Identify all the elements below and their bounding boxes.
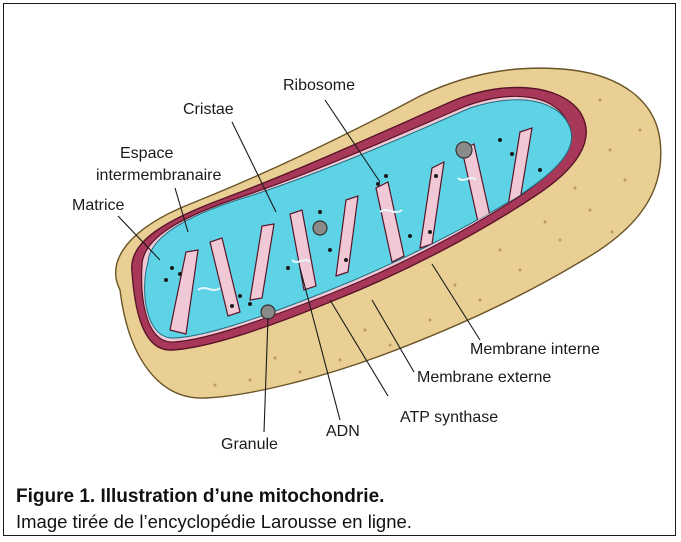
- label-atp-synthase: ATP synthase: [400, 409, 498, 426]
- label-espace-line1: Espace: [120, 145, 173, 162]
- label-membrane-externe: Membrane externe: [417, 369, 551, 386]
- label-ribosome: Ribosome: [283, 77, 355, 94]
- label-cristae: Cristae: [183, 101, 234, 118]
- mitochondrion-diagram: Ribosome Cristae Espace intermembranaire…: [0, 0, 681, 480]
- label-espace-line2: intermembranaire: [96, 167, 221, 184]
- caption-source: Image tirée de l’encyclopédie Larousse e…: [16, 510, 666, 534]
- label-adn: ADN: [326, 423, 360, 440]
- caption-title: Figure 1. Illustration d’une mitochondri…: [16, 484, 666, 510]
- label-granule: Granule: [221, 436, 278, 453]
- figure-caption: Figure 1. Illustration d’une mitochondri…: [16, 484, 666, 534]
- label-membrane-interne: Membrane interne: [470, 341, 600, 358]
- label-matrice: Matrice: [72, 197, 125, 214]
